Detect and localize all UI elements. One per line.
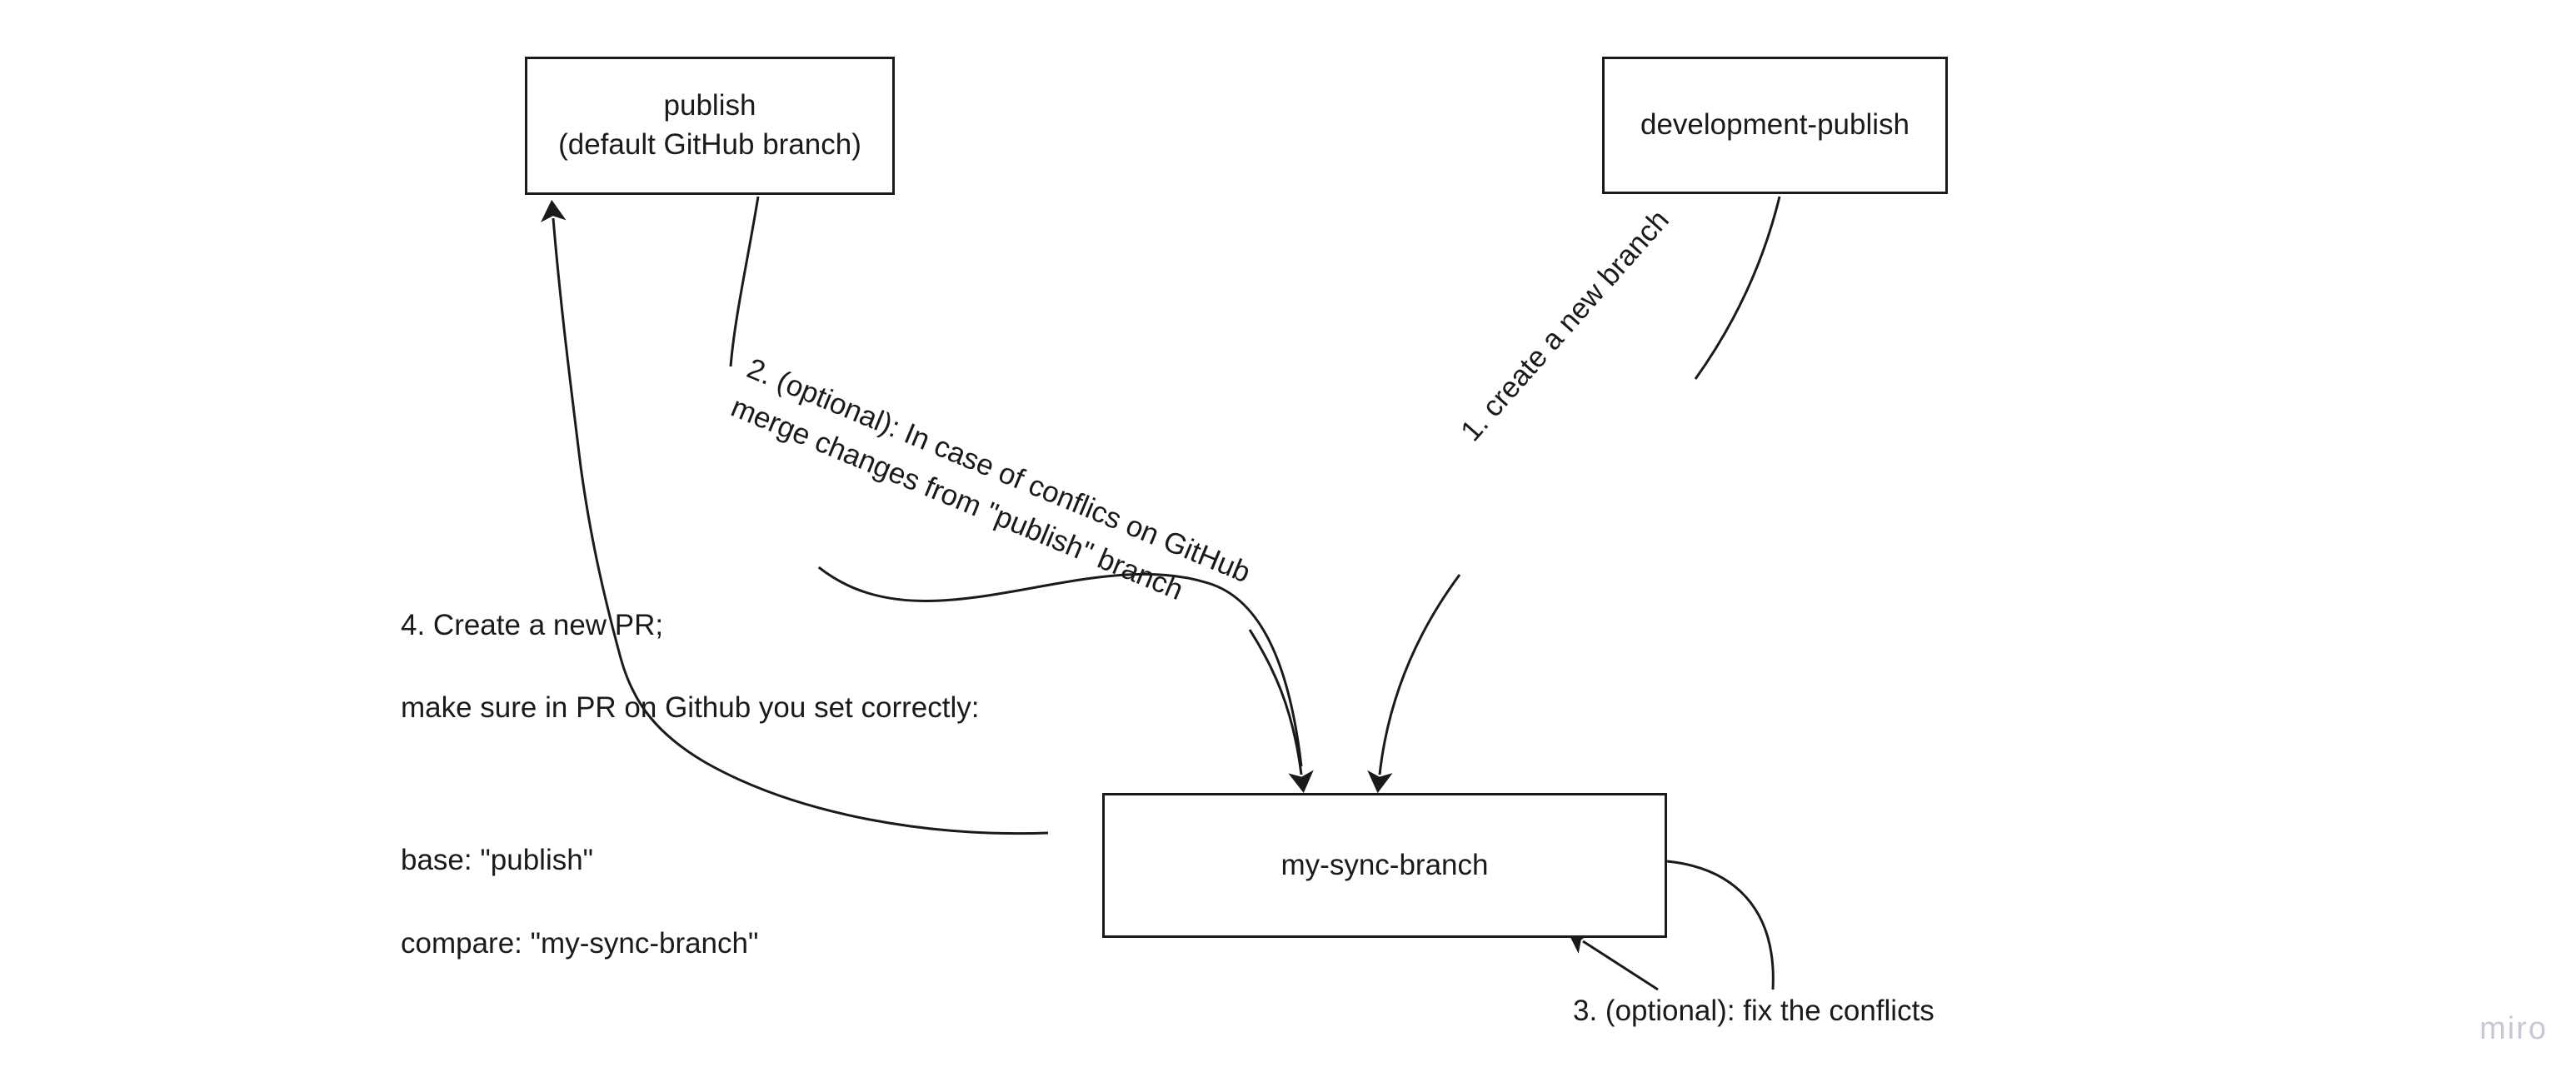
edge-label-step4-create-a-new-pr[interactable]: 4. Create a new PR; make sure in PR on G…: [401, 563, 979, 1005]
edge-label-step3-fix-the-conflicts[interactable]: 3. (optional): fix the conflicts: [1573, 995, 1934, 1027]
edge-my-sync-branch-to-publish-path: [541, 199, 1049, 835]
edge-development-publish-to-my-sync-branch-tail: [1367, 574, 1461, 794]
edge-label-step4-line2: make sure in PR on Github you set correc…: [401, 691, 980, 725]
edge-publish-to-my-sync-branch-visible: [729, 196, 760, 367]
edge-label-step4-line4: compare: "my-sync-branch": [401, 926, 759, 960]
edge-label-step4-line1: 4. Create a new PR;: [401, 608, 664, 641]
edge-label-step4-spacer: [401, 770, 979, 798]
node-my-sync-branch[interactable]: my-sync-branch: [1102, 793, 1667, 938]
edge-publish-to-my-sync-branch-path: [727, 196, 1303, 767]
node-development-publish[interactable]: development-publish: [1602, 57, 1948, 194]
edge-my-sync-branch-self-loop-arrow: [1567, 930, 1659, 991]
edge-publish-to-my-sync-branch-tail: [1248, 629, 1314, 794]
miro-watermark: miro: [2479, 1011, 2548, 1046]
edge-my-sync-branch-self-loop-path: [1666, 860, 1775, 990]
edge-development-publish-to-my-sync-branch-path: [1694, 196, 1781, 380]
edge-label-step4-line3: base: "publish": [401, 844, 594, 877]
node-publish[interactable]: publish (default GitHub branch): [525, 57, 895, 195]
